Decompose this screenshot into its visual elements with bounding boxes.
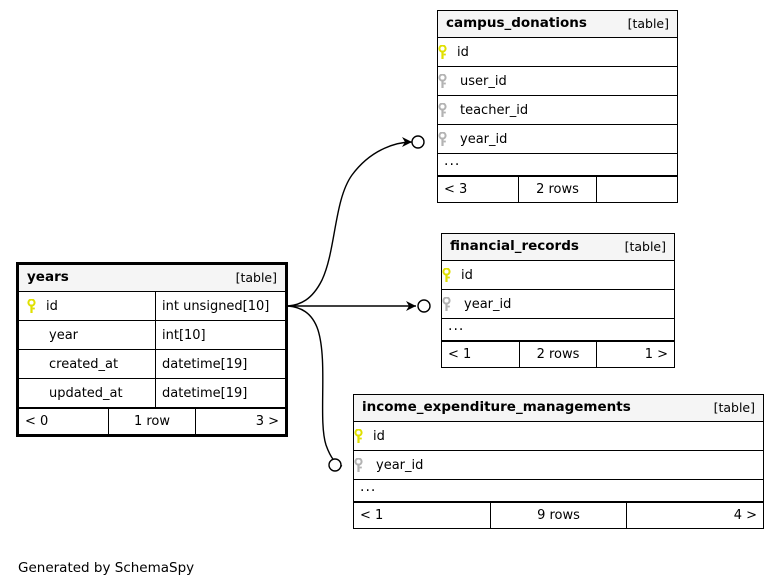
column-name: created_at bbox=[49, 356, 119, 372]
table-years[interactable]: years [table] id int unsigned[10] year i… bbox=[16, 262, 288, 437]
column-row[interactable]: id int unsigned[10] bbox=[19, 292, 285, 321]
generated-by-caption: Generated by SchemaSpy bbox=[18, 560, 195, 576]
table-type-label: [table] bbox=[713, 399, 755, 415]
column-row[interactable]: id bbox=[442, 261, 674, 290]
table-footer: < 1 9 rows 4 > bbox=[354, 502, 763, 528]
foreign-key-icon bbox=[438, 73, 447, 89]
footer-row-count: 2 rows bbox=[517, 177, 598, 202]
footer-row-count: 9 rows bbox=[490, 503, 627, 528]
footer-children-count: 3 > bbox=[255, 414, 280, 429]
table-title: years bbox=[27, 269, 69, 286]
more-columns-indicator: ... bbox=[442, 319, 674, 341]
footer-children-count: 1 > bbox=[644, 347, 668, 362]
column-name: teacher_id bbox=[460, 102, 529, 118]
table-header: campus_donations [table] bbox=[438, 11, 677, 38]
more-columns-indicator: ... bbox=[438, 154, 677, 176]
table-title: financial_records bbox=[450, 238, 579, 255]
footer-parents-count: < 1 bbox=[360, 508, 384, 523]
column-name: id bbox=[373, 428, 385, 444]
column-name: id bbox=[457, 44, 469, 60]
primary-key-icon bbox=[438, 44, 447, 60]
table-header: years [table] bbox=[19, 265, 285, 292]
table-type-label: [table] bbox=[624, 238, 666, 254]
edge-years-to-campus-donations bbox=[287, 135, 425, 307]
table-type-label: [table] bbox=[235, 269, 277, 285]
column-name-cell: id bbox=[19, 292, 155, 320]
column-type: int[10] bbox=[155, 321, 285, 349]
column-name-cell: created_at bbox=[19, 350, 155, 378]
edge-years-to-income-expenditure-managements bbox=[287, 305, 343, 472]
column-name: year_id bbox=[376, 457, 424, 473]
column-name-cell: updated_at bbox=[19, 379, 155, 407]
table-footer: < 0 1 row 3 > bbox=[19, 408, 285, 434]
table-campus-donations[interactable]: campus_donations [table] id user_id teac… bbox=[437, 10, 678, 203]
foreign-key-icon bbox=[438, 131, 447, 147]
footer-parents-count: < 0 bbox=[25, 414, 49, 429]
column-row[interactable]: id bbox=[354, 422, 763, 451]
table-title: campus_donations bbox=[446, 15, 587, 32]
column-name: id bbox=[46, 298, 58, 314]
edge-years-to-financial-records bbox=[288, 299, 431, 313]
column-name: id bbox=[461, 267, 473, 283]
more-columns-indicator: ... bbox=[354, 480, 763, 502]
column-row[interactable]: year_id bbox=[442, 290, 674, 319]
primary-key-icon bbox=[442, 267, 451, 283]
table-financial-records[interactable]: financial_records [table] id year_id ...… bbox=[441, 233, 675, 368]
column-type: datetime[19] bbox=[155, 379, 285, 407]
column-name: year_id bbox=[460, 131, 508, 147]
footer-row-count: 2 rows bbox=[519, 342, 597, 367]
footer-parents-count: < 3 bbox=[444, 182, 468, 197]
foreign-key-icon bbox=[354, 457, 363, 473]
footer-row-count: 1 row bbox=[107, 409, 197, 434]
column-name: user_id bbox=[460, 73, 507, 89]
column-row[interactable]: teacher_id bbox=[438, 96, 677, 125]
footer-parents-count: < 1 bbox=[448, 347, 472, 362]
foreign-key-icon bbox=[442, 296, 451, 312]
footer-children-count: 4 > bbox=[733, 508, 757, 523]
column-name: year_id bbox=[464, 296, 512, 312]
table-header: financial_records [table] bbox=[442, 234, 674, 261]
column-type: datetime[19] bbox=[155, 350, 285, 378]
column-row[interactable]: year int[10] bbox=[19, 321, 285, 350]
table-footer: < 3 2 rows bbox=[438, 176, 677, 202]
table-title: income_expenditure_managements bbox=[362, 399, 631, 416]
primary-key-icon bbox=[27, 298, 36, 314]
column-row[interactable]: year_id bbox=[354, 451, 763, 480]
footer-children-count bbox=[597, 177, 677, 202]
column-name-cell: year bbox=[19, 321, 155, 349]
column-row[interactable]: created_at datetime[19] bbox=[19, 350, 285, 379]
table-income-expenditure-managements[interactable]: income_expenditure_managements [table] i… bbox=[353, 394, 764, 529]
primary-key-icon bbox=[354, 428, 363, 444]
column-name: updated_at bbox=[49, 385, 123, 401]
column-row[interactable]: id bbox=[438, 38, 677, 67]
foreign-key-icon bbox=[438, 102, 447, 118]
column-row[interactable]: user_id bbox=[438, 67, 677, 96]
column-row[interactable]: year_id bbox=[438, 125, 677, 154]
table-header: income_expenditure_managements [table] bbox=[354, 395, 763, 422]
column-type: int unsigned[10] bbox=[155, 292, 285, 320]
column-row[interactable]: updated_at datetime[19] bbox=[19, 379, 285, 408]
table-type-label: [table] bbox=[627, 15, 669, 31]
table-footer: < 1 2 rows 1 > bbox=[442, 341, 674, 367]
column-name: year bbox=[49, 327, 79, 343]
